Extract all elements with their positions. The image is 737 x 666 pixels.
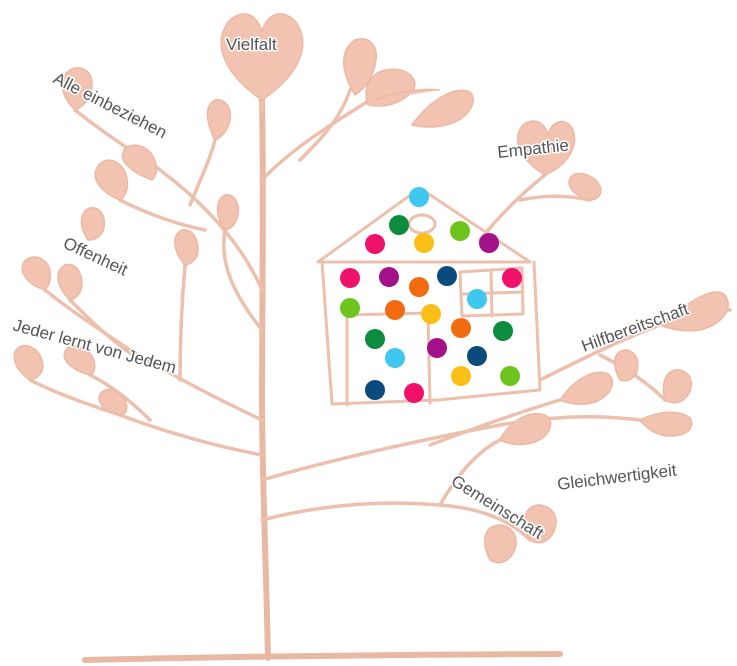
colored-dot xyxy=(437,266,457,286)
house xyxy=(316,186,542,407)
colored-dot xyxy=(365,234,385,254)
ground-line xyxy=(82,651,563,663)
colored-dot xyxy=(340,268,360,288)
label-gleichwertigkeit: Gleichwertigkeit xyxy=(556,460,678,494)
colored-dot xyxy=(467,346,487,366)
colored-dot xyxy=(409,187,429,207)
colored-dot xyxy=(365,380,385,400)
tree-branches xyxy=(28,58,732,542)
house-roof xyxy=(316,186,532,264)
house-attic-window xyxy=(407,213,437,235)
colored-dot xyxy=(389,215,409,235)
tree-leaves xyxy=(13,13,729,564)
colored-dot xyxy=(409,277,429,297)
colored-dot xyxy=(340,298,360,318)
colored-dot xyxy=(451,366,471,386)
tree-trunk xyxy=(258,97,271,661)
colored-dot xyxy=(427,338,447,358)
colored-dot xyxy=(493,321,513,341)
colored-dot xyxy=(414,233,434,253)
colored-dot xyxy=(365,329,385,349)
colored-dot xyxy=(451,318,471,338)
colored-dot xyxy=(385,300,405,320)
label-vielfalt: Vielfalt xyxy=(226,35,277,54)
colored-dot xyxy=(467,289,487,309)
colored-dot xyxy=(502,268,522,288)
colored-dots xyxy=(340,187,522,403)
colored-dot xyxy=(379,267,399,287)
label-alle-einbeziehen: Alle einbeziehen xyxy=(50,69,170,143)
house-body xyxy=(320,260,542,406)
colored-dot xyxy=(385,348,405,368)
colored-dot xyxy=(404,383,424,403)
colored-dot xyxy=(500,366,520,386)
colored-dot xyxy=(421,304,441,324)
colored-dot xyxy=(450,221,470,241)
colored-dot xyxy=(479,233,499,253)
